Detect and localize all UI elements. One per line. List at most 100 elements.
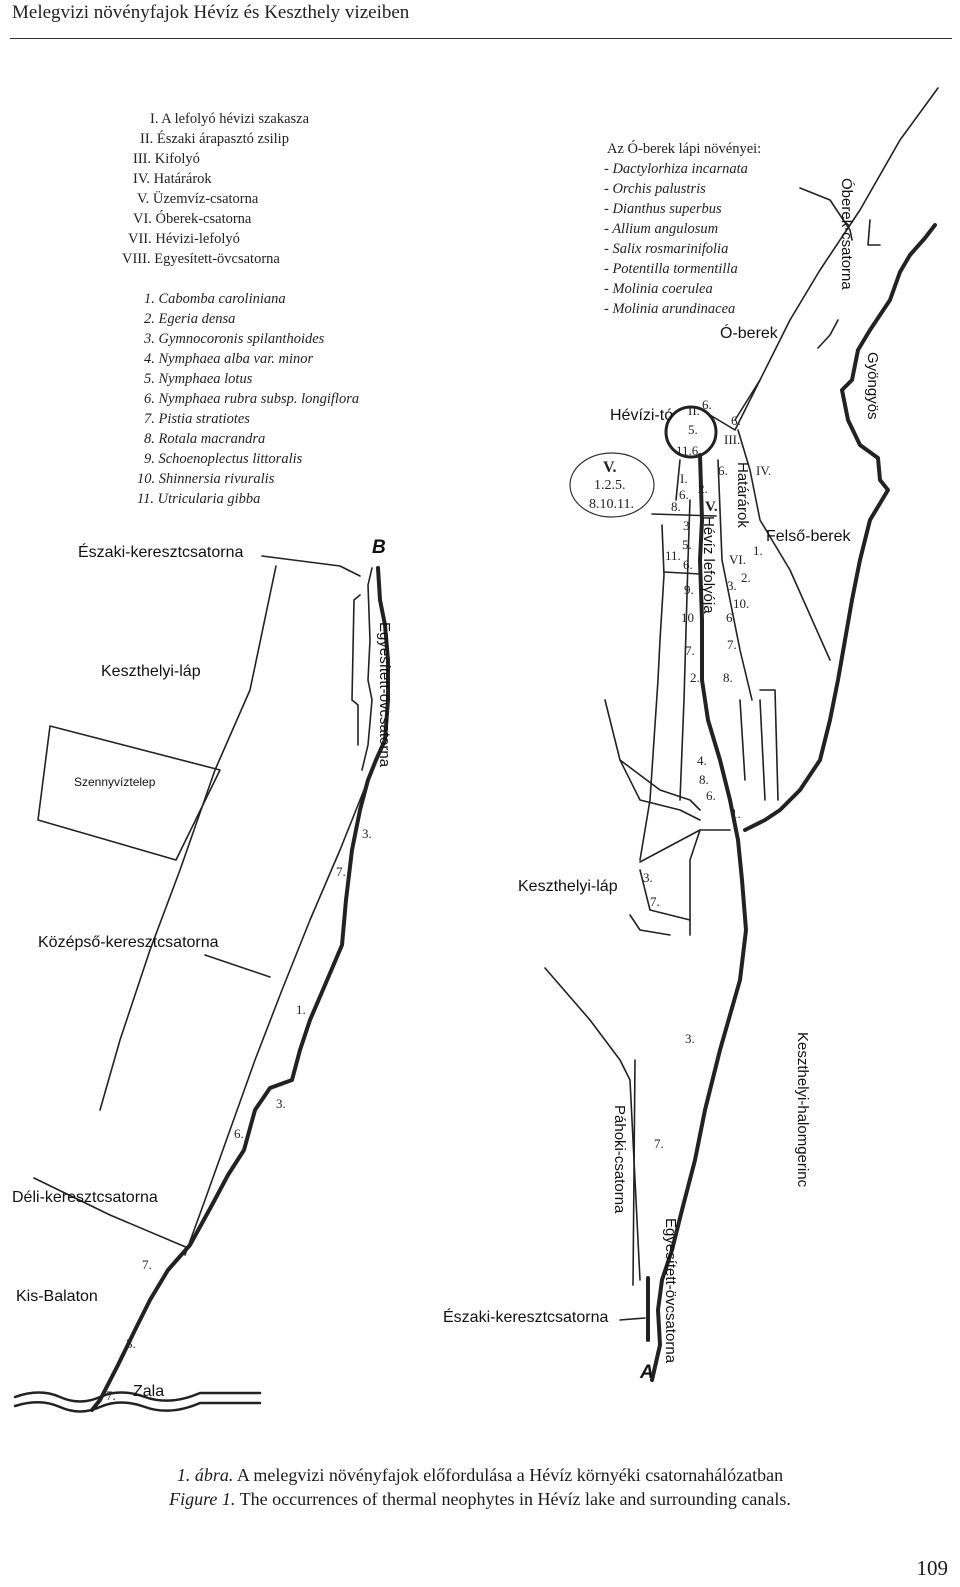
legend-section: VIII. Egyesített-övcsatorna <box>122 251 280 267</box>
label-kozepso: Középső-keresztcsatorna <box>38 934 219 951</box>
oberek-item: - Dactylorhiza incarnata <box>604 161 748 177</box>
oberek-item: - Potentilla tormentilla <box>604 261 738 277</box>
label-keszthelyi-halomgerinc: Keszthelyi-halomgerinc <box>794 1032 811 1188</box>
marker: 7. <box>142 1257 152 1272</box>
figure-caption: 1. ábra. A melegvizi növényfajok előford… <box>0 1463 960 1511</box>
label-eszaki-left: Északi-keresztcsatorna <box>78 542 243 561</box>
marker: 9. <box>684 582 694 597</box>
marker: 7. <box>727 637 737 652</box>
right-markers: II. 6. 6. 5. III. 11.6. 6. IV. I. 6. 2. … <box>643 397 771 1151</box>
caption-en-text: The occurrences of thermal neophytes in … <box>239 1489 791 1509</box>
marker: 6. <box>726 610 736 625</box>
marker: 6. <box>234 1126 244 1141</box>
marker: 11.6. <box>676 443 702 458</box>
legend-section: III. Kifolyó <box>133 151 200 167</box>
label-oberek-csatorna: Óberek-csatorna <box>838 178 855 290</box>
egyesitett-canal-left <box>90 566 390 1412</box>
label-felso-berek: Felső-berek <box>766 528 851 545</box>
legend-species: 11. Utricularia gibba <box>137 491 260 507</box>
circle-v-line2: 8.10.11. <box>589 497 634 512</box>
legend: I. A lefolyó hévizi szakasza II. Északi … <box>122 111 359 507</box>
left-map-lines <box>13 555 390 1413</box>
marker: 5. <box>688 422 698 437</box>
label-kis-balaton: Kis-Balaton <box>16 1288 98 1305</box>
marker: 1. <box>731 806 741 821</box>
marker: 6. <box>718 463 728 478</box>
marker: 11. <box>665 548 681 563</box>
marker: 6. <box>731 413 741 428</box>
label-egyesitett-right: Egyesített-övcsatorna <box>662 1218 679 1364</box>
oberek-item: - Allium angulosum <box>604 221 718 237</box>
running-head: Melegvizi növényfajok Hévíz és Keszthely… <box>12 2 410 23</box>
marker: 3. <box>126 1336 136 1351</box>
heviz-lake <box>664 405 718 459</box>
marker: 3. <box>643 870 653 885</box>
marker: 7. <box>650 894 660 909</box>
marker: 7. <box>654 1136 664 1151</box>
label-oberek: Ó-berek <box>720 323 779 342</box>
marker: II. <box>688 403 700 418</box>
marker: 6. <box>706 788 716 803</box>
marker: I. <box>680 471 688 486</box>
label-eszaki-right: Északi-keresztcsatorna <box>443 1307 608 1326</box>
legend-species: 7. Pistia stratiotes <box>144 411 250 427</box>
marker: III. <box>724 432 740 447</box>
marker: 2. <box>690 670 700 685</box>
marker: 3 <box>683 518 690 533</box>
marker: 7. <box>106 1388 116 1403</box>
place-labels: Ó-berek Óberek-csatorna Gyöngyös Hévízi-… <box>12 178 881 1400</box>
label-gyongyos: Gyöngyös <box>864 352 881 420</box>
label-szennyviztelep: Szennyvíztelep <box>74 775 156 789</box>
legend-section: II. Északi árapasztó zsilip <box>140 130 289 147</box>
oberek-title: Az Ó-berek lápi növényei: <box>607 140 761 157</box>
label-keszthelyi-lap-right: Keszthelyi-láp <box>518 878 618 895</box>
legend-species: 4. Nymphaea alba var. minor <box>144 351 314 367</box>
legend-section: VII. Hévizi-lefolyó <box>128 231 240 247</box>
marker: 8. <box>699 772 709 787</box>
header-rule <box>10 38 952 39</box>
marker: 2. <box>741 570 751 585</box>
label-egyesitett-left: Egyesített-övcsatorna <box>376 622 393 768</box>
legend-species: 3. Gymnocoronis spilanthoides <box>143 331 325 347</box>
legend-species: 2. Egeria densa <box>144 311 235 327</box>
legend-section: VI. Óberek-csatorna <box>133 210 252 227</box>
marker: 7. <box>685 643 695 658</box>
marker: 3. <box>727 578 737 593</box>
marker: 6. <box>679 487 689 502</box>
oberek-plant-list: Az Ó-berek lápi növényei: - Dactylorhiza… <box>604 140 761 317</box>
caption-en-prefix: Figure 1. <box>169 1489 236 1509</box>
legend-species: 5. Nymphaea lotus <box>144 371 253 387</box>
marker: 3. <box>362 826 372 841</box>
label-heviz-lefolyoja: Hévíz lefolyója <box>700 516 717 614</box>
marker: 10. <box>733 596 749 611</box>
oberek-item: - Orchis palustris <box>604 181 706 197</box>
label-keszthelyi-lap-left: Keszthelyi-láp <box>101 663 201 680</box>
caption-hu-prefix: 1. ábra. <box>176 1465 234 1485</box>
label-hataraarok: Határárok <box>734 462 751 528</box>
marker: 2. <box>698 481 708 496</box>
label-b: B <box>372 537 386 558</box>
oberek-item: - Salix rosmarinifolia <box>604 241 728 257</box>
marker: 7. <box>336 864 346 879</box>
caption-hungarian: 1. ábra. A melegvizi növényfajok előford… <box>0 1463 960 1487</box>
label-pahoki: Páhoki-csatorna <box>611 1105 628 1214</box>
page-number: 109 <box>916 1556 949 1580</box>
label-zala: Zala <box>133 1383 164 1400</box>
label-hevizi-to: Hévízi-tó <box>610 407 673 424</box>
oberek-item: - Molinia coerulea <box>604 281 713 297</box>
legend-species: 6. Nymphaea rubra subsp. longiflora <box>144 391 359 407</box>
marker: 6. <box>683 557 693 572</box>
marker: 8. <box>671 499 681 514</box>
caption-hu-text: A melegvizi növényfajok előfordulása a H… <box>236 1465 784 1485</box>
marker: V. <box>705 499 718 515</box>
caption-english: Figure 1. The occurrences of thermal neo… <box>0 1487 960 1511</box>
circle-v-annotation: V. 1.2.5. 8.10.11. <box>569 452 655 518</box>
legend-species: 10. Shinnersia rivuralis <box>137 471 275 487</box>
label-a: A <box>639 1362 654 1383</box>
marker: VI. <box>729 552 746 567</box>
marker: 3. <box>276 1096 286 1111</box>
legend-section: IV. Határárok <box>133 171 212 187</box>
oberek-item: - Molinia arundinacea <box>604 301 735 317</box>
legend-species: 8. Rotala macrandra <box>144 431 265 447</box>
